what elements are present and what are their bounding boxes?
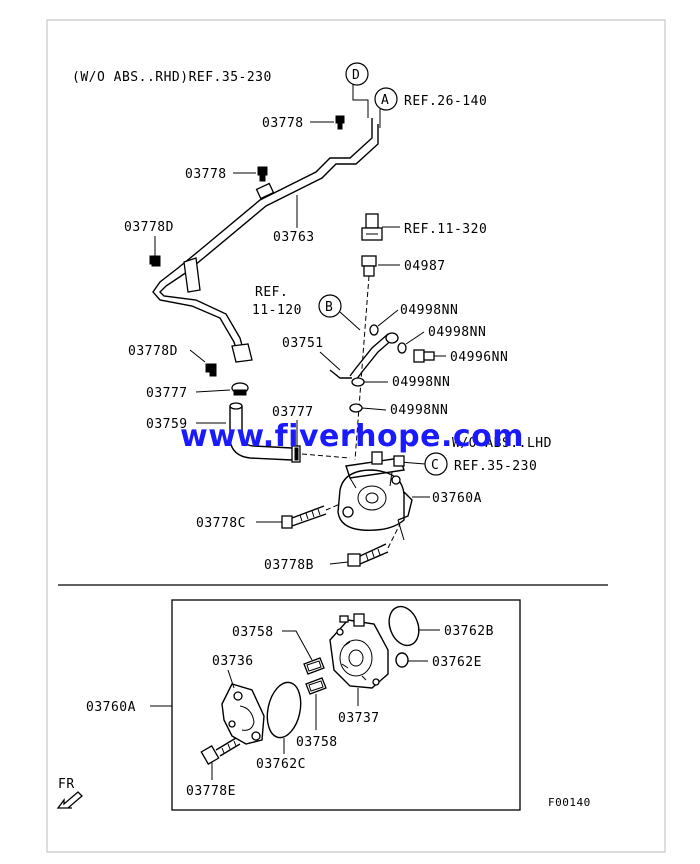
vacuum-pump-03760A bbox=[337, 451, 413, 531]
label-03778B: 03778B bbox=[264, 558, 314, 573]
ref-b-callout: B bbox=[318, 294, 342, 318]
label-03778D-b: 03778D bbox=[128, 344, 178, 359]
o-ring-03762C bbox=[266, 681, 302, 739]
label-03778E: 03778E bbox=[186, 784, 236, 799]
svg-text:C: C bbox=[431, 458, 439, 473]
bolt-03778E bbox=[200, 737, 241, 765]
label-03751: 03751 bbox=[282, 336, 324, 351]
gasket-03758-a bbox=[303, 657, 325, 675]
housing-03736 bbox=[221, 683, 265, 745]
label-04998NN-3: 04998NN bbox=[392, 375, 450, 390]
page-border bbox=[46, 19, 666, 853]
o-ring-03762E bbox=[395, 652, 409, 668]
bolt-03778B bbox=[347, 543, 389, 567]
ref-c-callout: C bbox=[424, 452, 448, 476]
label-03778C: 03778C bbox=[196, 516, 246, 531]
bolt-03778C bbox=[281, 505, 327, 529]
front-arrow-icon bbox=[56, 791, 83, 809]
clamp-03777-b bbox=[291, 445, 301, 463]
wo-abs-rhd-ref-label: (W/O ABS..RHD)REF.35-230 bbox=[72, 70, 272, 85]
label-03778-top: 03778 bbox=[262, 116, 304, 131]
ref-11-320-label: REF.11-320 bbox=[404, 222, 487, 237]
washer-04998NN-2 bbox=[397, 342, 407, 354]
svg-text:A: A bbox=[381, 93, 389, 108]
label-03777-a: 03777 bbox=[146, 386, 188, 401]
pump-body-03737 bbox=[329, 613, 389, 689]
bolt-03778-top bbox=[335, 115, 345, 130]
bolt-03778D-b bbox=[205, 363, 217, 377]
washer-04998NN-4 bbox=[349, 403, 363, 413]
label-03760A-inset: 03760A bbox=[86, 700, 136, 715]
figure-code: F00140 bbox=[548, 796, 591, 809]
label-04987: 04987 bbox=[404, 259, 446, 274]
label-03762B: 03762B bbox=[444, 624, 494, 639]
bolt-04996NN bbox=[413, 349, 435, 363]
label-03778-mid: 03778 bbox=[185, 167, 227, 182]
label-03736: 03736 bbox=[212, 654, 254, 669]
label-03777-b: 03777 bbox=[272, 405, 314, 420]
ref-d-callout: D bbox=[345, 62, 369, 86]
hose-03751 bbox=[329, 332, 399, 381]
svg-text:B: B bbox=[325, 300, 333, 315]
washer-04998NN-3 bbox=[351, 377, 365, 387]
washer-04998NN-1 bbox=[369, 324, 379, 336]
label-03758-b: 03758 bbox=[296, 735, 338, 750]
fr-label: FR bbox=[58, 777, 75, 792]
label-03763: 03763 bbox=[273, 230, 315, 245]
clamp-03777-a bbox=[231, 382, 249, 396]
watermark-text: www.fiverhope.com bbox=[180, 419, 524, 454]
label-04998NN-4: 04998NN bbox=[390, 403, 448, 418]
ref-b-line1: REF. bbox=[255, 285, 288, 300]
label-03737: 03737 bbox=[338, 711, 380, 726]
o-ring-03762B bbox=[388, 605, 420, 647]
label-04998NN-2: 04998NN bbox=[428, 325, 486, 340]
sensor-ref-11-320 bbox=[361, 213, 383, 241]
svg-text:D: D bbox=[352, 68, 360, 83]
label-04996NN: 04996NN bbox=[450, 350, 508, 365]
label-03759: 03759 bbox=[146, 417, 188, 432]
label-03758-a: 03758 bbox=[232, 625, 274, 640]
label-03778D-a: 03778D bbox=[124, 220, 174, 235]
ref-a-label: REF.26-140 bbox=[404, 94, 487, 109]
label-03760A-top: 03760A bbox=[432, 491, 482, 506]
label-04998NN-1: 04998NN bbox=[400, 303, 458, 318]
brake-line-03763 bbox=[152, 118, 379, 363]
label-03762E: 03762E bbox=[432, 655, 482, 670]
gasket-03758-b bbox=[305, 677, 327, 695]
ref-c-label: REF.35-230 bbox=[454, 459, 537, 474]
bolt-03778-mid bbox=[257, 166, 268, 182]
fitting-04987 bbox=[361, 255, 377, 277]
vacuum-hose-03759 bbox=[229, 402, 293, 461]
bolt-03778D-a bbox=[149, 255, 161, 267]
ref-b-line2: 11-120 bbox=[252, 303, 302, 318]
leader-d bbox=[352, 85, 369, 118]
label-03762C: 03762C bbox=[256, 757, 306, 772]
exploded-view-box bbox=[171, 599, 521, 811]
wo-abs-lhd-label: W/O ABS..LHD bbox=[452, 436, 552, 451]
ref-a-callout: A bbox=[374, 87, 398, 111]
